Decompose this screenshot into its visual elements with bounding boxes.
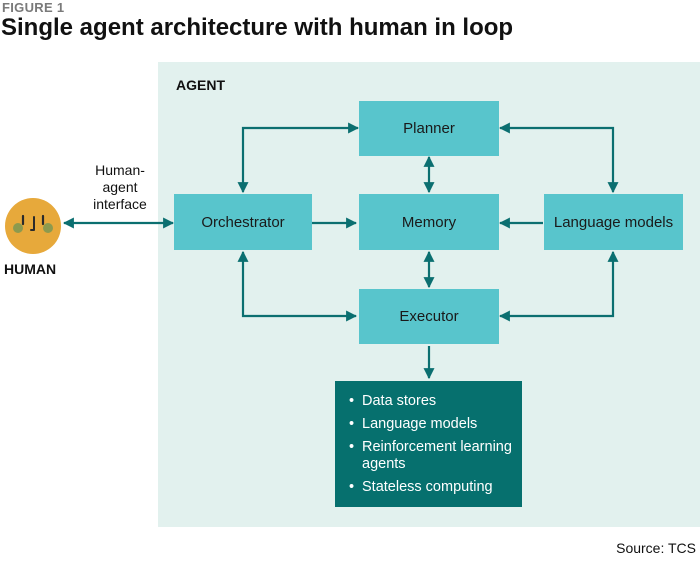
tools-list-item: Reinforcement learning agents	[349, 439, 512, 473]
source-note: Source: TCS	[616, 540, 696, 556]
orchestrator-node: Orchestrator	[174, 194, 312, 250]
planner-node: Planner	[359, 101, 499, 156]
language-models-node: Language models	[544, 194, 683, 250]
agent-label: AGENT	[176, 77, 225, 93]
page-title: Single agent architecture with human in …	[1, 14, 514, 41]
arrow-orchestrator-executor	[237, 250, 358, 322]
memory-node: Memory	[359, 194, 499, 250]
arrow-planner-orchestrator	[237, 122, 360, 194]
executor-node: Executor	[359, 289, 499, 344]
tools-list-item: Language models	[349, 416, 512, 433]
tools-list-item: Data stores	[349, 393, 512, 410]
human-label: HUMAN	[4, 261, 57, 277]
human-face-icon	[5, 198, 61, 254]
arrow-language-models-executor	[498, 250, 619, 322]
arrow-planner-language-models	[498, 122, 619, 194]
tools-box: Data stores Language models Reinforcemen…	[335, 381, 522, 507]
tools-list: Data stores Language models Reinforcemen…	[349, 393, 512, 496]
tools-list-item: Stateless computing	[349, 479, 512, 496]
figure-label: FIGURE 1	[2, 0, 65, 15]
human-agent-interface-label: Human-agent interface	[93, 162, 147, 212]
